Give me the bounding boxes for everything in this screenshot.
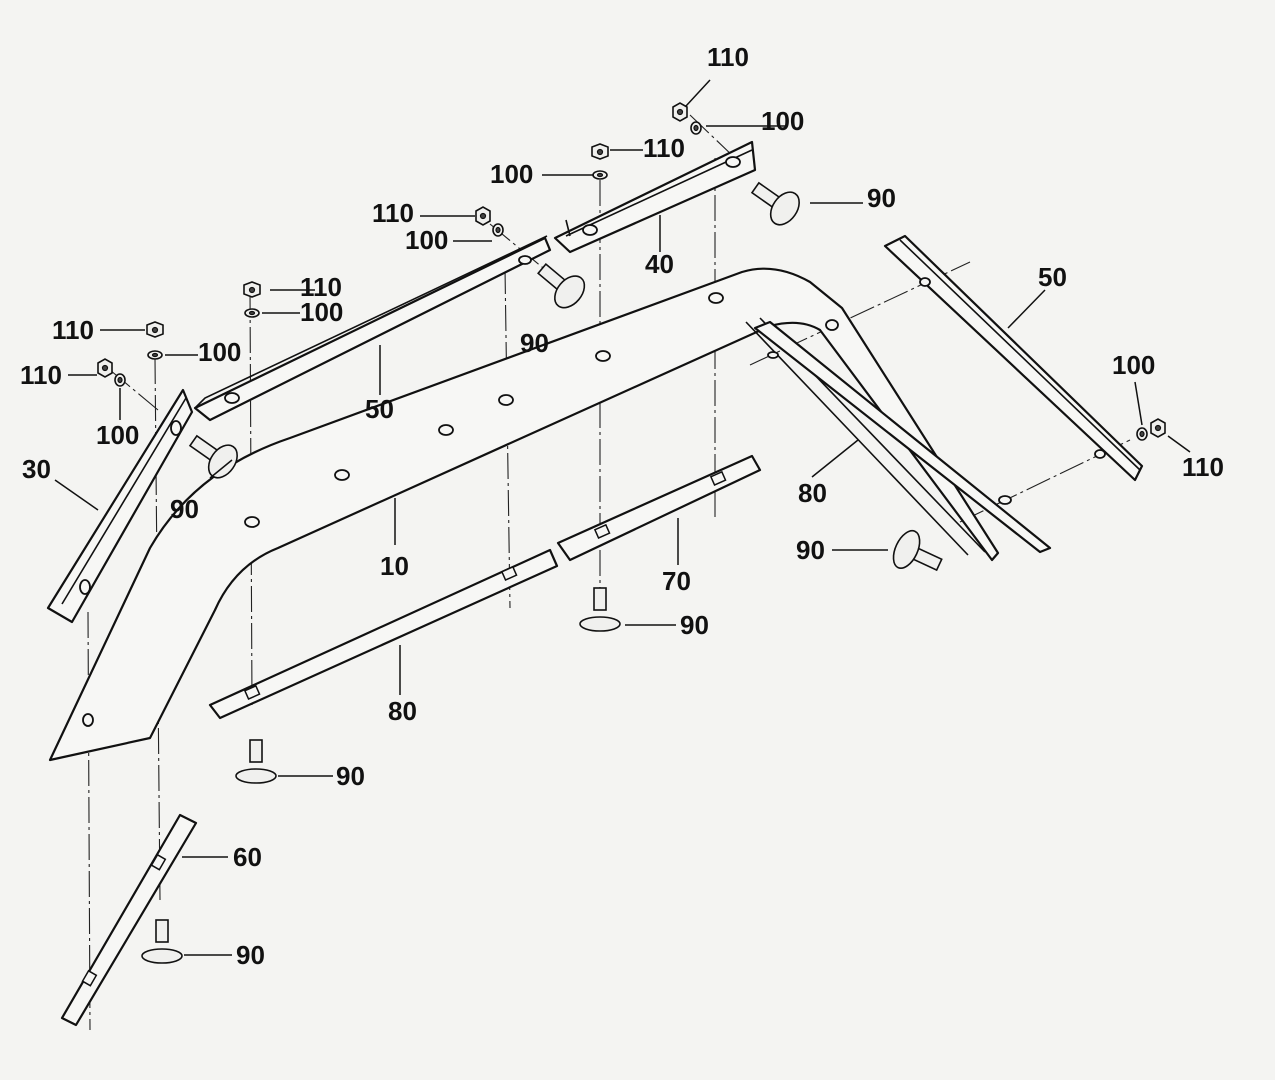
washer-icon: [492, 223, 504, 237]
callout-100-right: 100: [1112, 350, 1155, 380]
washer-icon: [1136, 427, 1148, 441]
callout-50-mid: 50: [365, 394, 394, 424]
callout-50-right: 50: [1038, 262, 1067, 292]
callout-90-top: 90: [867, 183, 896, 213]
washer-icon: [690, 121, 702, 135]
callout-100-d: 100: [300, 297, 343, 327]
carriage-bolt-icon: [579, 587, 621, 632]
strap-part-60: [60, 813, 198, 1027]
nut-icon: [243, 281, 261, 298]
washer-icon-group: [114, 121, 1148, 441]
carriage-bolt-icon: [235, 739, 277, 784]
callout-90-right: 90: [796, 535, 825, 565]
strap-part-80-right: [753, 320, 1052, 554]
nut-icon: [97, 358, 113, 378]
washer-icon: [147, 350, 163, 360]
callout-100-e: 100: [198, 337, 241, 367]
callout-80-mid: 80: [388, 696, 417, 726]
carriage-bolt-icon: [750, 181, 800, 226]
angle-part-40: [553, 140, 757, 254]
callout-90-e: 90: [680, 610, 709, 640]
strap-part-70: [556, 454, 762, 562]
angle-part-50-mid: [193, 235, 552, 422]
callout-60: 60: [233, 842, 262, 872]
nut-icon: [146, 321, 164, 338]
nut-icon-group: [97, 102, 1166, 438]
callout-10: 10: [380, 551, 409, 581]
assembly-axes: [87, 114, 1131, 1031]
callout-110-d: 110: [300, 272, 342, 302]
nut-icon: [672, 102, 688, 122]
callout-110-f: 110: [20, 360, 62, 390]
angle-part-30: [46, 388, 194, 624]
callouts: 110 100 90 110 100 40 110 100 90 110 100…: [20, 42, 1224, 970]
callout-80-right: 80: [798, 478, 827, 508]
callout-90-c: 90: [520, 328, 549, 358]
callout-40: 40: [645, 249, 674, 279]
callout-110-right: 110: [1182, 452, 1224, 482]
washer-icon: [592, 170, 608, 180]
leader-lines: [54, 79, 1191, 956]
callout-30: 30: [22, 454, 51, 484]
bolt-icon-group: [141, 181, 943, 964]
callout-110-top: 110: [707, 42, 749, 72]
callout-100-c: 100: [405, 225, 448, 255]
callout-90-g: 90: [236, 940, 265, 970]
nut-icon: [591, 143, 609, 160]
callout-110-b: 110: [643, 133, 685, 163]
nut-icon: [475, 206, 491, 226]
callout-90-f: 90: [336, 761, 365, 791]
strap-part-80-mid: [208, 548, 559, 720]
angle-part-50-right: [883, 234, 1144, 482]
callout-90-d: 90: [170, 494, 199, 524]
callout-110-c: 110: [372, 198, 414, 228]
carriage-bolt-icon: [188, 434, 238, 479]
nut-icon: [1150, 418, 1166, 438]
callout-110-e: 110: [52, 315, 94, 345]
carriage-bolt-icon: [892, 529, 943, 572]
callout-70: 70: [662, 566, 691, 596]
callout-100-b: 100: [490, 159, 533, 189]
carriage-bolt-icon: [141, 919, 183, 964]
callout-100-top: 100: [761, 106, 804, 136]
washer-icon: [244, 308, 260, 318]
carriage-bolt-icon: [537, 262, 586, 309]
callout-100-f: 100: [96, 420, 139, 450]
washer-icon: [114, 373, 126, 387]
